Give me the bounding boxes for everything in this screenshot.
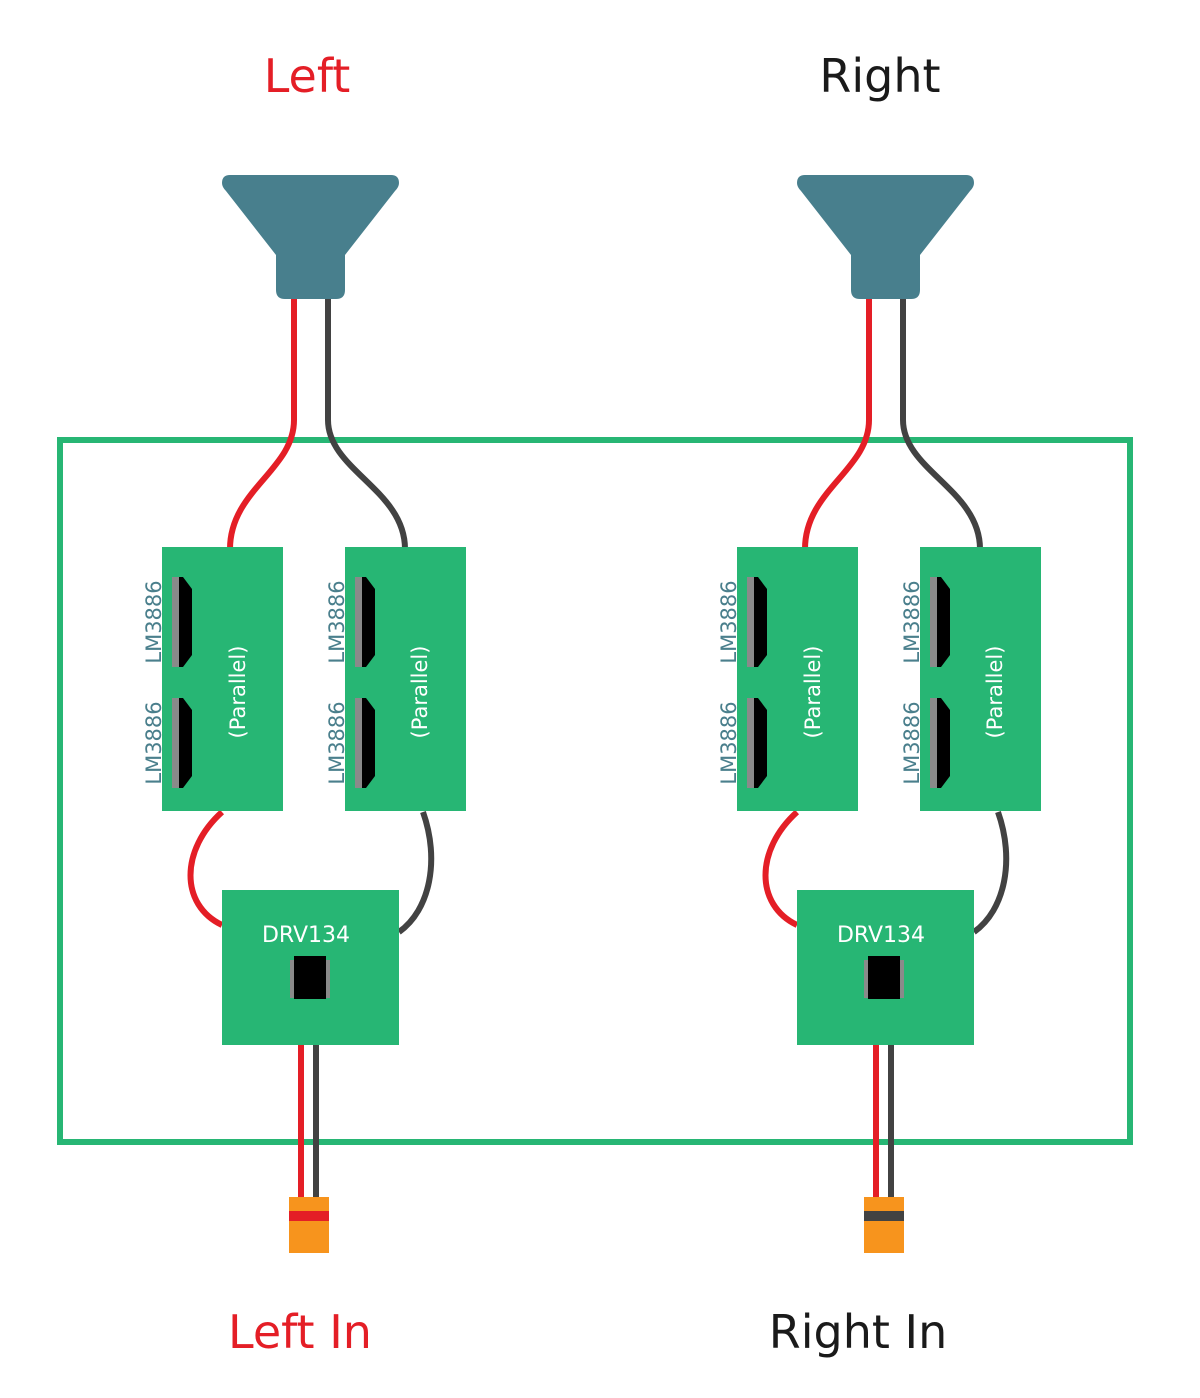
chip-heatsink-tab [172,698,179,788]
connector-band [289,1211,329,1221]
speaker-wire-positive [227,299,297,550]
chip-icon [294,956,326,999]
amp-board: LM3886 LM3886 (Parallel) [142,547,283,811]
chip-heatsink-tab [930,698,937,788]
amp-board: LM3886 LM3886 (Parallel) [717,547,858,811]
chip-label: LM3886 [142,580,166,663]
chip-heatsink-tab [355,698,362,788]
input-connector-icon [864,1197,904,1253]
chip-heatsink-tab [747,698,754,788]
driver-board: DRV134 [797,890,974,1045]
driver-wire-negative [397,810,435,935]
chip-icon [937,698,950,788]
channel-title: Left [264,49,351,103]
speaker-icon [222,175,399,299]
amp-board: LM3886 LM3886 (Parallel) [900,547,1041,811]
amp-board: LM3886 LM3886 (Parallel) [325,547,466,811]
input-label: Right In [769,1305,947,1359]
driver-label: DRV134 [837,923,925,948]
chip-label: LM3886 [717,580,741,663]
chip-icon [754,577,767,667]
parallel-label: (Parallel) [226,646,250,739]
chip-icon [937,577,950,667]
speaker-icon [797,175,974,299]
chip-heatsink-tab [930,577,937,667]
driver-board: DRV134 [222,890,399,1045]
parallel-label: (Parallel) [801,646,825,739]
chip-icon [362,577,375,667]
channel-left: Left LM3886 LM3886 (Parallel) LM3886 [142,49,466,1359]
chip-label: LM3886 [900,701,924,784]
chip-heatsink-tab [355,577,362,667]
chip-icon [868,956,900,999]
chip-label: LM3886 [142,701,166,784]
chip-icon [362,698,375,788]
driver-label: DRV134 [262,923,350,948]
connector-band [864,1211,904,1221]
speaker-wire-positive [802,299,872,550]
chip-icon [179,698,192,788]
speaker-wire-negative [900,299,983,550]
driver-wire-negative [972,810,1010,935]
driver-wire-positive [762,809,800,928]
chip-icon [179,577,192,667]
chip-heatsink-tab [747,577,754,667]
driver-wire-positive [187,809,225,928]
chip-label: LM3886 [325,580,349,663]
enclosure-outline [57,437,1133,1145]
parallel-label: (Parallel) [408,646,432,739]
input-connector-icon [289,1197,329,1253]
chip-label: LM3886 [717,701,741,784]
parallel-label: (Parallel) [983,646,1007,739]
speaker-wire-negative [325,299,408,550]
chip-label: LM3886 [900,580,924,663]
input-label: Left In [228,1305,372,1359]
channel-right: Right LM3886 LM3886 (Parallel) LM388 [717,49,1041,1359]
chip-icon [754,698,767,788]
chip-label: LM3886 [325,701,349,784]
channel-title: Right [819,49,940,103]
chip-heatsink-tab [172,577,179,667]
